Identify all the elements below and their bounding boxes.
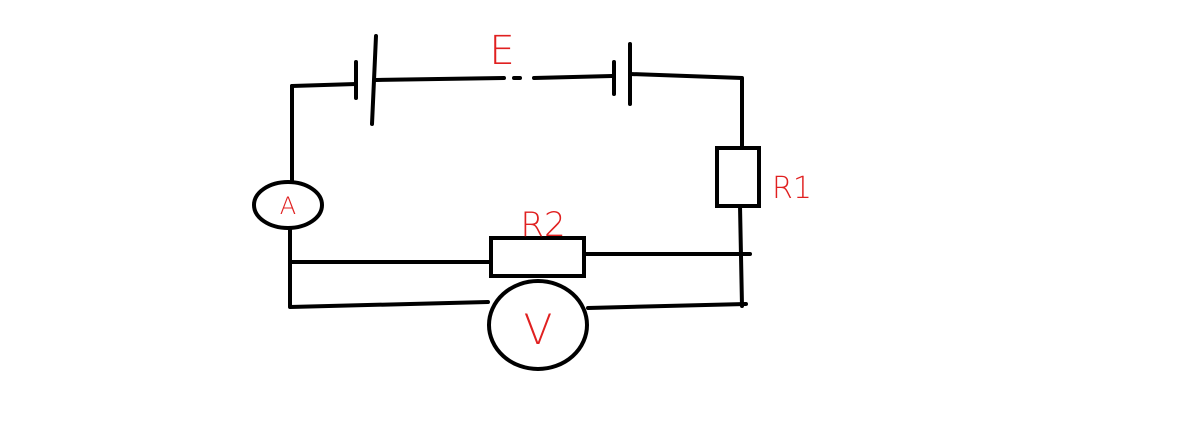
r1-label: R1 xyxy=(772,171,812,206)
emf-label: E xyxy=(489,28,514,74)
resistor-r1 xyxy=(715,146,761,208)
wire-top-dash-2 xyxy=(532,74,614,80)
r2-label: R2 xyxy=(520,205,565,245)
wire-top-right xyxy=(628,72,744,150)
voltmeter-label: V xyxy=(524,305,553,354)
wire-top-left xyxy=(290,82,358,88)
wire-top-middle xyxy=(374,76,506,82)
wire-voltmeter-right xyxy=(586,302,748,310)
wire-voltmeter-left xyxy=(288,300,490,309)
voltmeter xyxy=(487,279,589,371)
resistor-r2 xyxy=(489,236,586,278)
ammeter-label: A xyxy=(280,192,296,220)
